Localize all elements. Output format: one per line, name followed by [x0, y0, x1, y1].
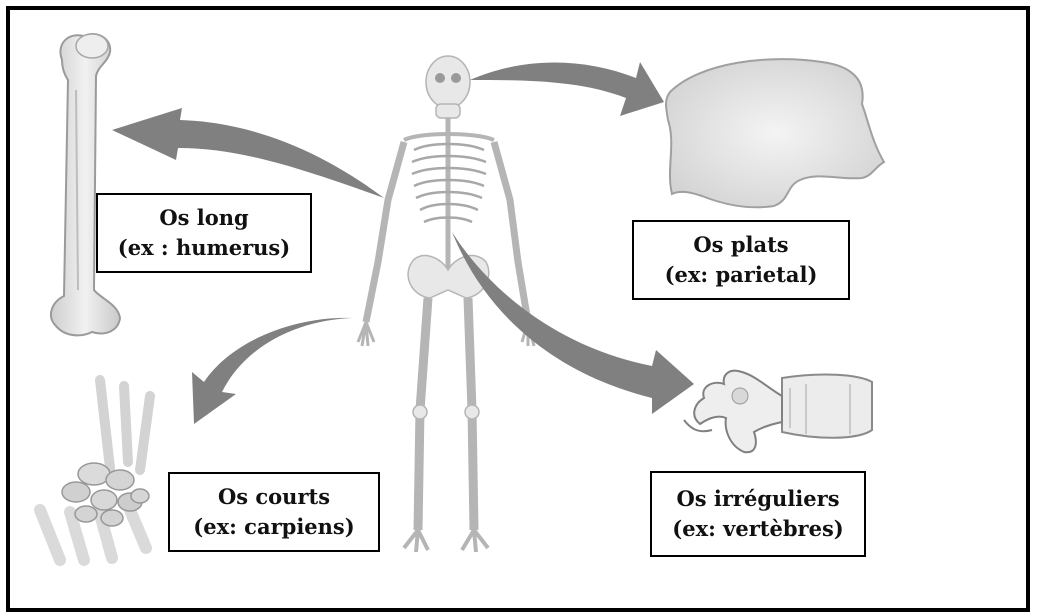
- label-flat-bone-example: (ex: parietal): [634, 260, 848, 290]
- humerus-bone-illustration: [51, 34, 120, 335]
- vertebra-bone-illustration: [684, 371, 872, 453]
- label-long-bone-title: Os long: [98, 203, 310, 233]
- label-irregular-bone-title: Os irréguliers: [652, 484, 864, 514]
- label-short-bones: Os courts (ex: carpiens): [168, 472, 380, 552]
- label-long-bone: Os long (ex : humerus): [96, 193, 312, 273]
- parietal-bone-illustration: [666, 59, 884, 207]
- carpal-bones-illustration: [40, 380, 150, 560]
- label-irregular-bone: Os irréguliers (ex: vertèbres): [650, 471, 866, 557]
- label-long-bone-example: (ex : humerus): [98, 233, 310, 263]
- label-irregular-bone-example: (ex: vertèbres): [652, 514, 864, 544]
- arrow-to-short-bones: [192, 318, 352, 424]
- label-flat-bone-title: Os plats: [634, 230, 848, 260]
- label-short-bones-title: Os courts: [170, 482, 378, 512]
- label-short-bones-example: (ex: carpiens): [170, 512, 378, 542]
- arrow-to-flat-bone: [470, 62, 664, 116]
- arrow-to-long-bone: [112, 108, 384, 198]
- label-flat-bone: Os plats (ex: parietal): [632, 220, 850, 300]
